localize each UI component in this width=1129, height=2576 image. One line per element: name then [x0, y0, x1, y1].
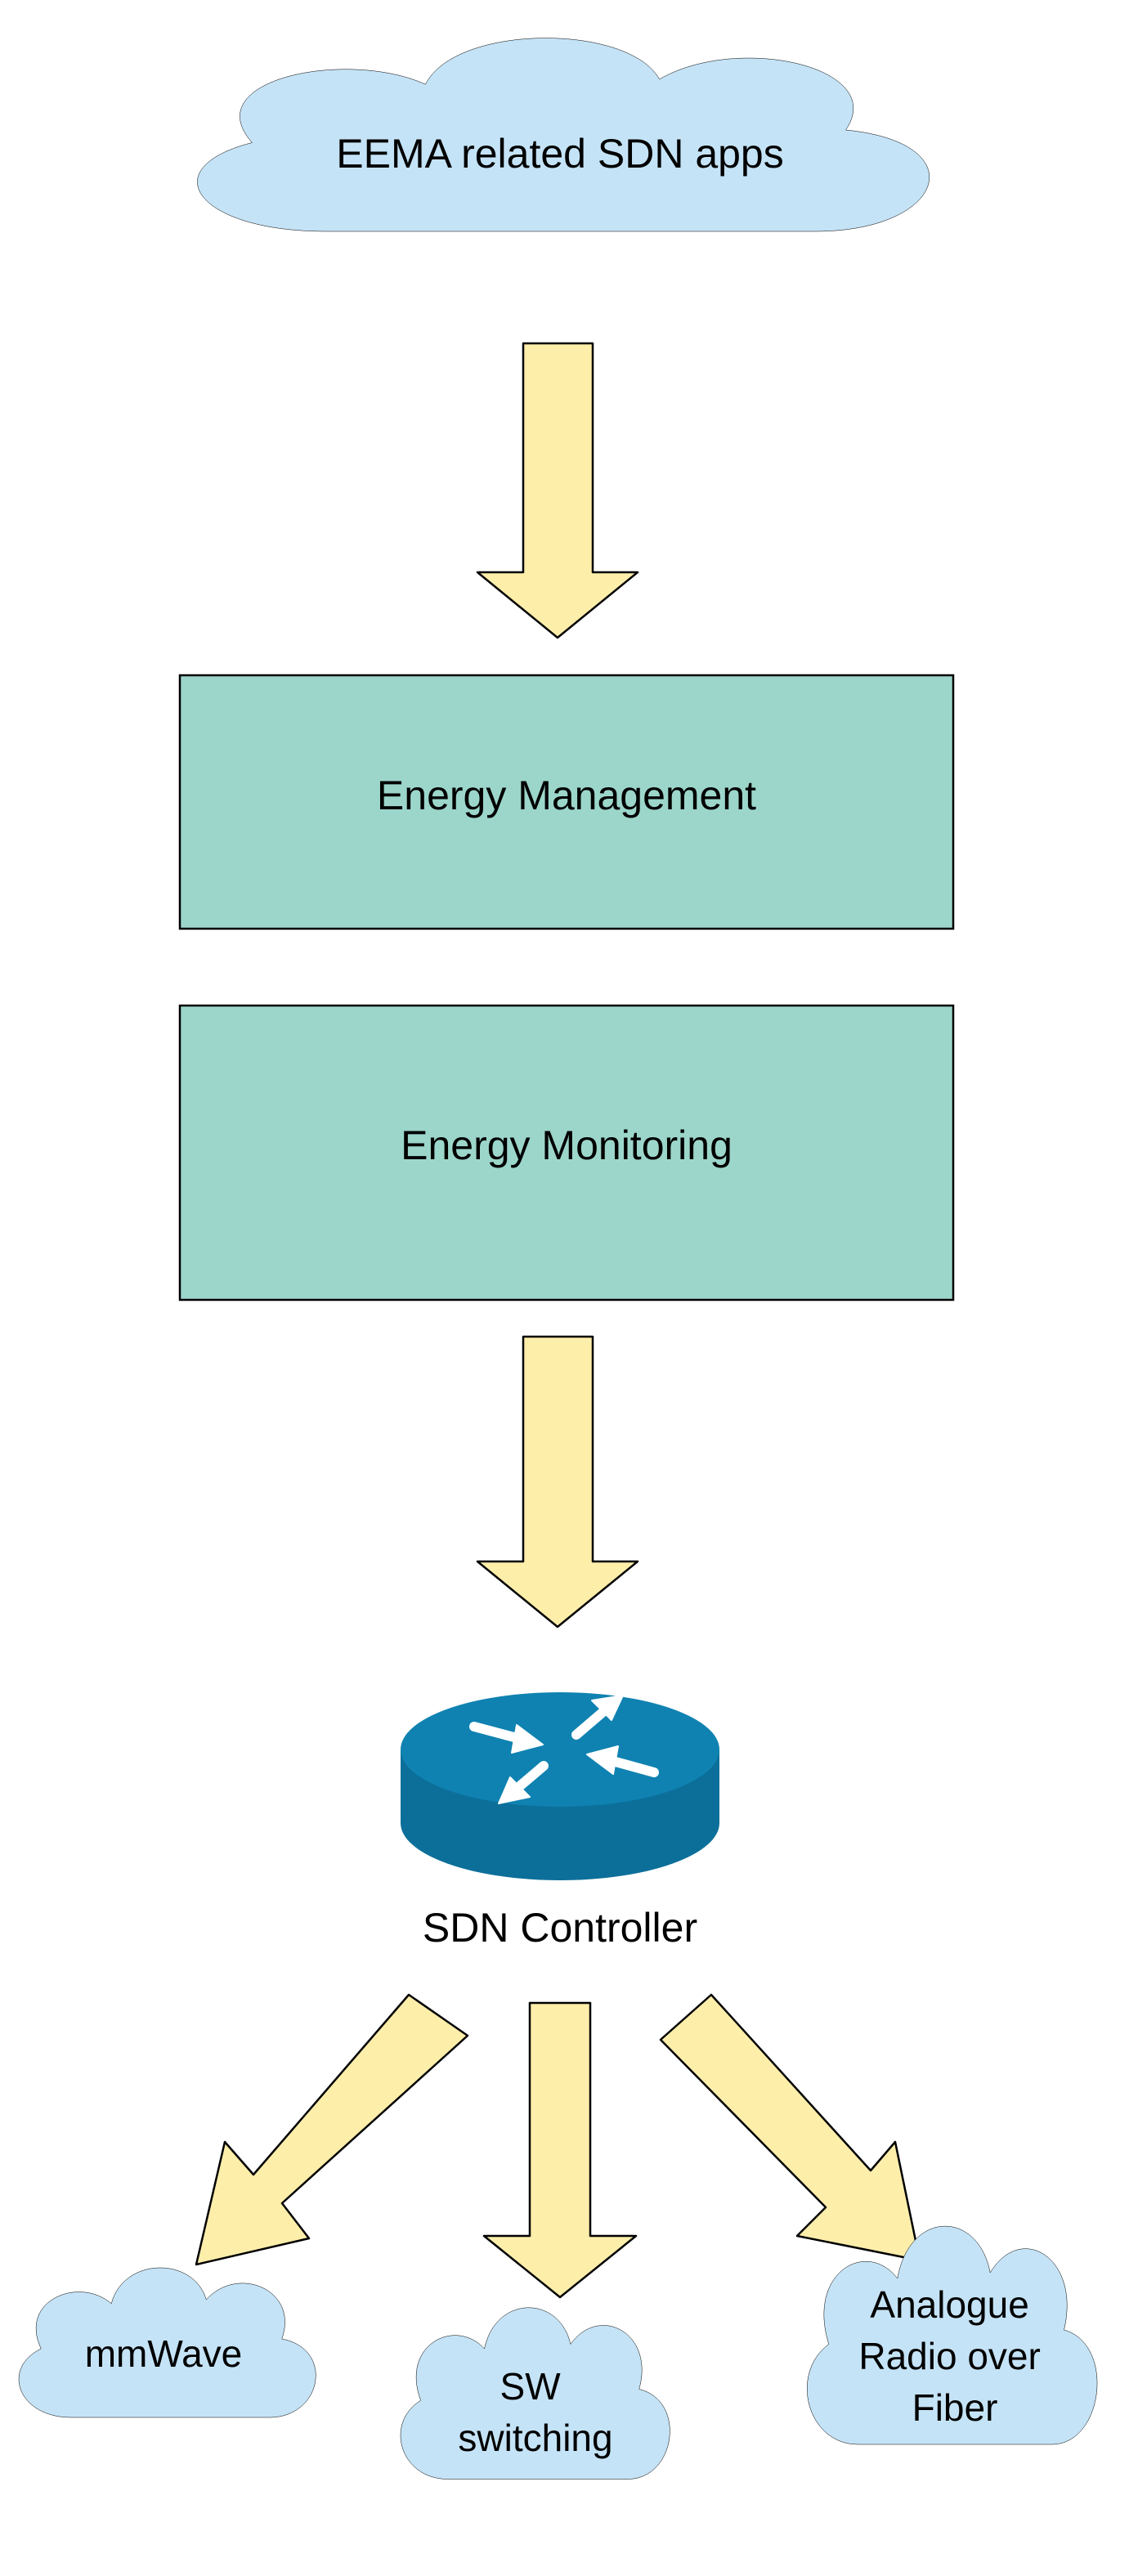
cloud-arof: Analogue Radio over Fiber: [807, 2226, 1097, 2444]
energy-management-box: Energy Management: [178, 674, 955, 930]
cloud-arof-shape: [807, 2226, 1097, 2444]
cloud-mmwave-label: mmWave: [85, 2332, 243, 2375]
arrow-controller-to-arof: [659, 1993, 921, 2262]
arof-line-1: Analogue: [870, 2283, 1028, 2326]
arrow-controller-to-mmwave: [195, 1993, 469, 2266]
energy-monitoring-rect: [178, 1004, 955, 1301]
arof-line-2: Radio over: [858, 2335, 1040, 2377]
mmwave-line-1: mmWave: [85, 2332, 243, 2375]
top-cloud-label: EEMA related SDN apps: [336, 131, 784, 177]
cloud-sw-switching-label: SW switching: [458, 2365, 612, 2459]
sw-switching-line-1: SW: [500, 2365, 562, 2408]
arrow-monitoring-to-controller: [476, 1335, 639, 1628]
energy-monitoring-label: Energy Monitoring: [401, 1122, 733, 1168]
arrow-apps-to-management: [476, 342, 639, 639]
top-cloud-shape: [197, 38, 929, 231]
sdn-controller-label: SDN Controller: [423, 1905, 697, 1951]
router-icon: [401, 1692, 719, 1880]
sw-switching-line-2: switching: [458, 2417, 612, 2459]
cloud-sw-switching-shape: [401, 2308, 670, 2480]
top-cloud: EEMA related SDN apps: [197, 38, 929, 231]
arrow-controller-to-switching: [482, 2001, 638, 2299]
cloud-arof-label: Analogue Radio over Fiber: [858, 2283, 1051, 2429]
sdn-controller: SDN Controller: [401, 1692, 719, 1951]
cloud-mmwave: mmWave: [19, 2268, 316, 2417]
arof-line-3: Fiber: [912, 2386, 998, 2429]
cloud-sw-switching: SW switching: [401, 2308, 670, 2480]
energy-management-label: Energy Management: [377, 773, 756, 818]
cloud-mmwave-shape: [19, 2268, 316, 2417]
energy-management-rect: [178, 674, 955, 930]
energy-monitoring-box: Energy Monitoring: [178, 1004, 955, 1301]
